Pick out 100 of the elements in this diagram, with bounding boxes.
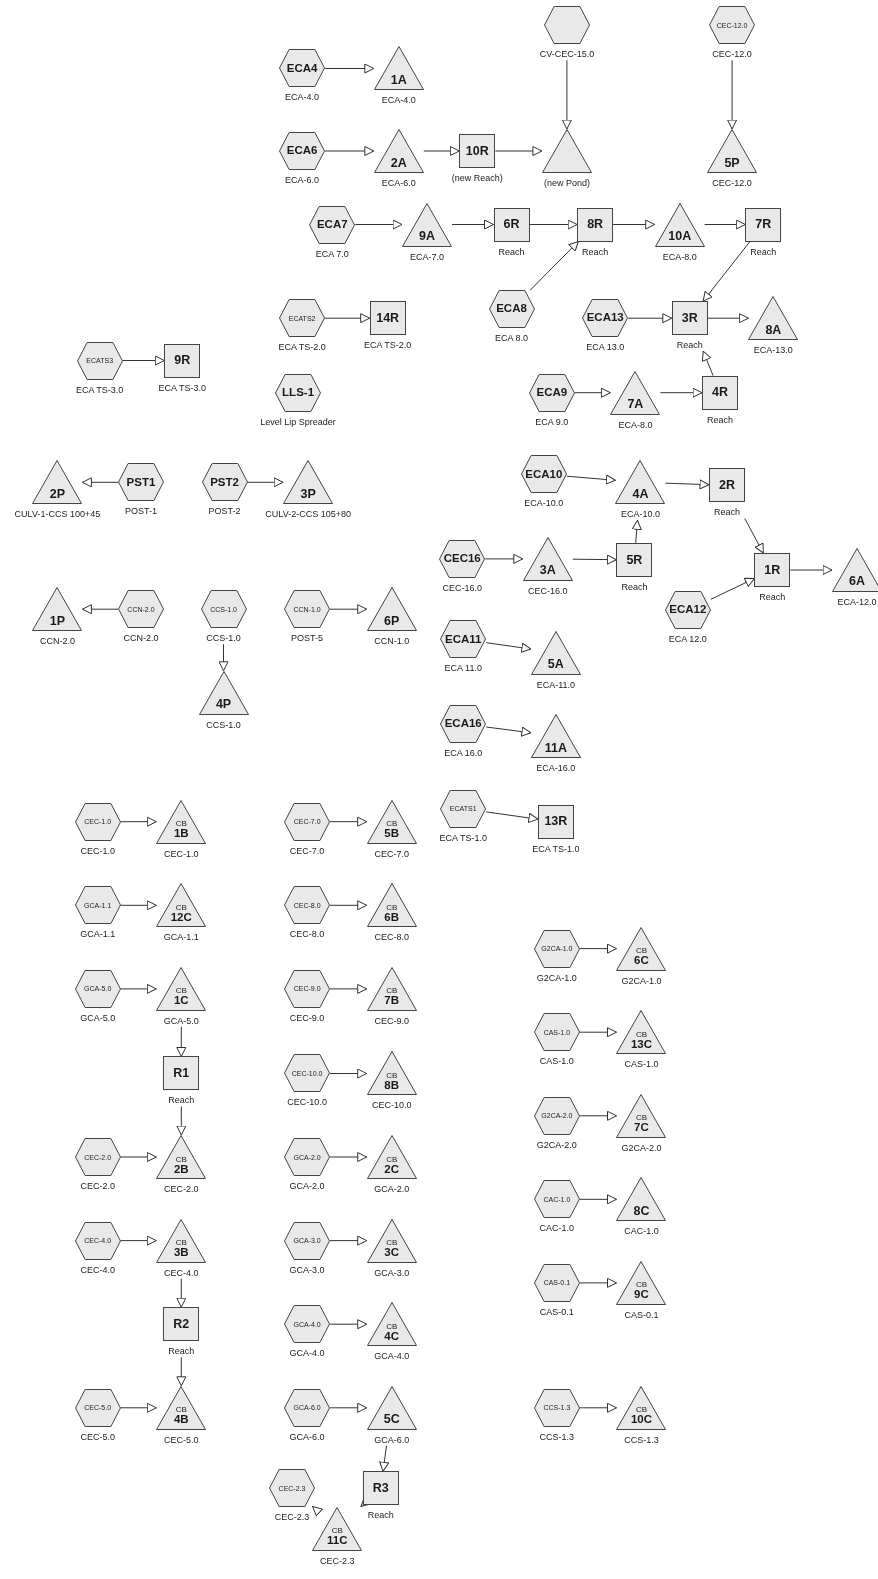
arrow [707,313,749,324]
arrow [659,387,703,398]
node-label: 14R [376,311,400,325]
node-label: 11C [327,1535,348,1547]
node-caption: CEC-16.0 [442,582,482,594]
node-caption: ECA-12.0 [837,596,877,608]
node-tag: CB [386,1239,398,1248]
node-label: R1 [173,1067,190,1080]
arrow [329,900,368,911]
arrow [176,1106,187,1136]
node-caption: ECA-6.0 [381,178,416,190]
node-caption: Reach [676,340,703,352]
arrow [329,1402,368,1413]
arrow [579,1027,617,1038]
arrow [324,313,371,324]
arrow [247,477,284,488]
node-label: 1R [764,563,781,577]
arrow [574,387,611,398]
node-label: 10R [465,144,489,158]
node-caption: CEC-10.0 [371,1100,412,1112]
node-caption: CAS-1.0 [539,1056,574,1068]
arrow [789,565,833,575]
arrow [612,219,656,230]
node-caption: CEC-8.0 [289,929,325,941]
node-caption: CCS-1.0 [206,719,241,731]
node-label: 6A [848,575,865,588]
node-label: 2C [384,1163,400,1176]
arrow [120,983,157,994]
node-tag: CB [331,1527,343,1536]
node-label: 2P [49,487,66,501]
node-caption: GCA-3.0 [289,1264,325,1276]
arrow [324,146,375,156]
node-label: PST1 [126,476,156,489]
node-label: 2R [719,479,736,492]
node-label: ECA13 [586,312,624,324]
node-label: 6P [384,614,400,628]
node-tag: CB [635,1406,647,1415]
node-tag: CB [635,947,647,956]
node-label: 8B [384,1079,400,1092]
arrow [120,1152,157,1162]
arrow [329,604,368,615]
node-caption: G2CA-1.0 [621,975,662,987]
node-caption: GCA-3.0 [374,1267,410,1279]
node-caption: (new Reach) [451,173,503,185]
node-label: R2 [173,1317,190,1331]
arrow [423,146,460,156]
node-label: 13R [544,815,568,828]
arrow [451,219,494,230]
node-caption: Reach [168,1346,195,1358]
node-label: 3A [539,564,556,577]
arrow [664,479,710,490]
node-label: ECA6 [286,145,318,157]
node-caption: CULV-2-CCS 105+80 [265,509,351,521]
node-caption: ECA 8.0 [495,333,529,345]
node-caption: G2CA-2.0 [621,1142,662,1154]
node-caption: CAC-1.0 [539,1223,575,1235]
arrow [710,577,755,600]
node-label: ECA7 [316,218,348,231]
node-caption: POST-2 [208,506,241,518]
node-label: 5B [384,828,400,840]
arrow [579,1194,617,1205]
node-caption: ECA TS-1.0 [532,843,580,855]
node-caption: ECA TS-1.0 [439,832,487,844]
arrow [529,241,579,291]
node-caption: GCA-2.0 [289,1181,325,1193]
arrow [329,1152,368,1162]
node-label: 7R [755,218,772,231]
arrow [379,1445,390,1472]
node-caption: CEC-2.3 [320,1555,355,1567]
node-tag: CB [386,820,398,829]
node-caption: Reach [759,591,786,603]
node-label: 6R [503,218,520,231]
node-caption: POST-5 [291,633,324,645]
arrow [81,604,119,615]
node-caption: GCA-1.1 [80,929,116,941]
node-caption: CCS-1.3 [539,1431,575,1443]
node-caption: ECA-8.0 [618,419,653,431]
node-caption: ECA-13.0 [753,345,793,357]
arrow [579,943,617,954]
node-tag: CB [386,903,398,912]
node-caption: ECA TS-2.0 [278,342,326,354]
arrow [329,1068,368,1079]
node-caption: (new Pond) [543,178,590,190]
node-label: 9A [418,230,435,243]
node-tag: CB [175,903,187,912]
node-tag: CB [386,1155,398,1164]
node-tag: CB [386,1071,398,1080]
arrow [627,313,673,324]
node-caption: GCA-5.0 [80,1012,116,1024]
arrow [120,816,157,827]
node-caption: ECA-4.0 [381,95,416,107]
arrow [218,643,229,672]
node-caption: Reach [582,246,609,258]
node-label: R3 [372,1482,389,1495]
node-label: 4R [712,386,728,399]
node-label: 8R [587,218,604,231]
node-label: ECA16 [444,718,482,730]
arrow [329,816,368,827]
arrow [579,1277,617,1288]
node-label: ECA8 [496,303,527,315]
